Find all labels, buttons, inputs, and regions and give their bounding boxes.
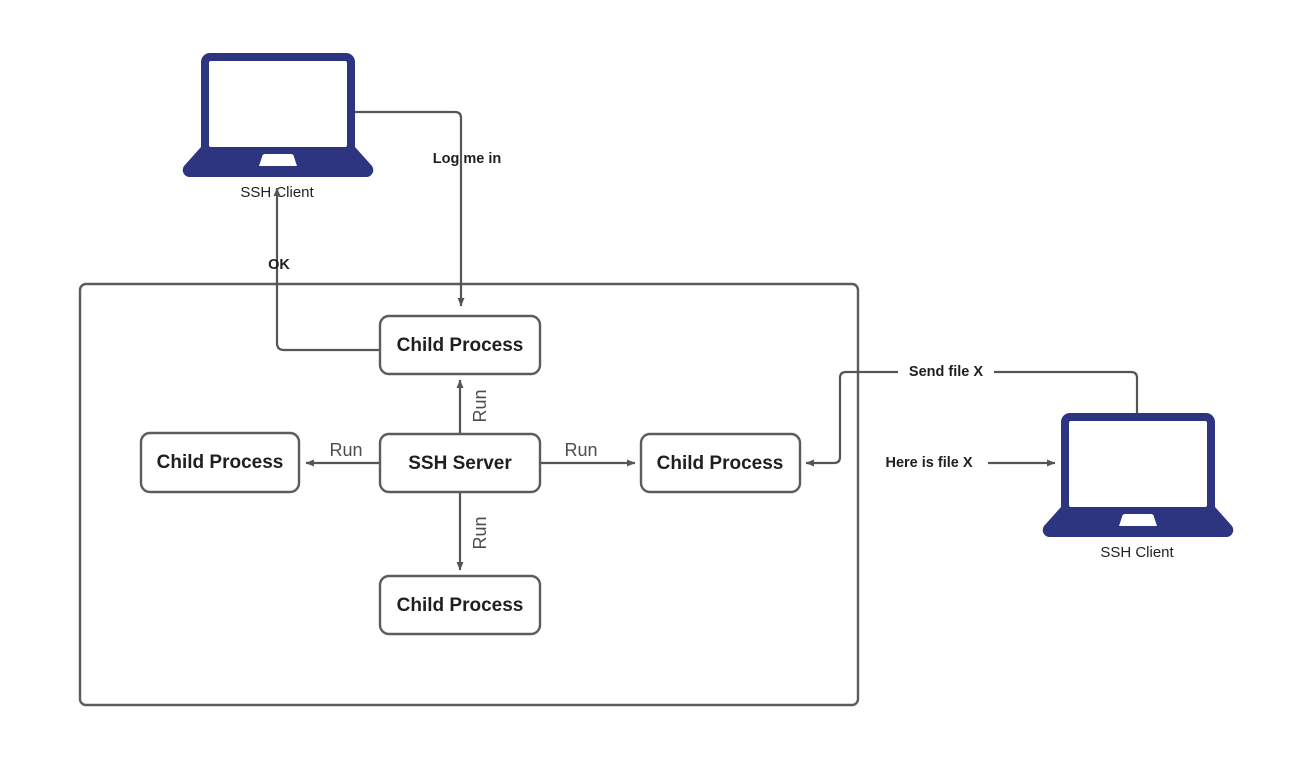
node-box[interactable] [639, 432, 802, 494]
edge-label-run-up: Run [470, 389, 490, 422]
node-box[interactable] [378, 574, 542, 636]
edge-ok [273, 187, 380, 352]
node-child-process-bottom[interactable]: Child Process [378, 574, 542, 636]
laptop-notch-right [1119, 514, 1157, 526]
laptop-notch-top [259, 154, 297, 166]
laptop-screen-inner-top [209, 61, 347, 147]
laptop-screen-inner-right [1069, 421, 1207, 507]
node-label: Child Process [397, 595, 524, 616]
node-box[interactable] [378, 432, 542, 494]
edge-label-run-down: Run [470, 516, 490, 549]
edge-label-send-file-x-top: Send file X [909, 364, 983, 380]
node-ssh-server[interactable]: SSH Server [378, 432, 542, 494]
server-boundary [78, 282, 860, 707]
node-box[interactable] [378, 314, 542, 376]
node-box[interactable] [139, 431, 301, 494]
edge-label-here-is-file-x: Here is file X [885, 455, 972, 471]
node-label: Child Process [157, 452, 284, 473]
node-label: SSH Server [408, 453, 512, 474]
ssh-client-right-label: SSH Client [1100, 544, 1174, 561]
edge-label-ok: OK [268, 257, 290, 273]
node-child-process-left[interactable]: Child Process [139, 431, 301, 494]
label-mask-send-file-x [898, 363, 994, 381]
node-child-process-top[interactable]: Child Process [378, 314, 542, 376]
node-label: Child Process [397, 335, 524, 356]
node-child-process-right[interactable]: Child Process [639, 432, 802, 494]
edge-label-run-left: Run [329, 440, 362, 460]
ssh-client-top-device [182, 53, 374, 177]
node-label: Child Process [657, 453, 784, 474]
edge-send-file-x [805, 370, 1139, 467]
ssh-client-right-device [1042, 413, 1234, 537]
edge-label-run-right: Run [564, 440, 597, 460]
label-mask-here-is-file-x [870, 454, 988, 472]
edge-label-log-me-in: Log me in [433, 151, 501, 167]
edge-log-me-in [355, 110, 465, 307]
